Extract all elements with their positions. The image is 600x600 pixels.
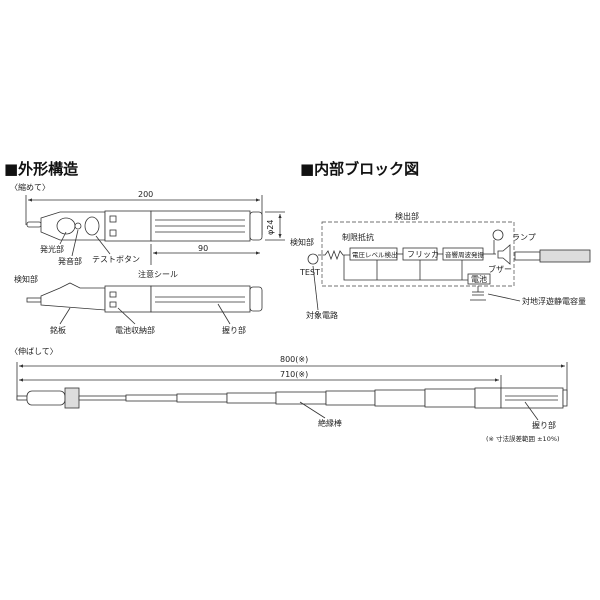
tester-retracted-side [26,282,263,313]
svg-text:検出部: 検出部 [395,211,419,221]
tolerance-note: (※ 寸法誤差範囲 ±10%) [486,434,560,443]
svg-text:電圧レベル検出: 電圧レベル検出 [352,250,398,259]
label-grip: 握り部 [222,325,246,335]
svg-text:制限抵抗: 制限抵抗 [342,232,374,242]
svg-text:対象電路: 対象電路 [306,310,338,320]
dimension-710: 710(※) [19,370,502,388]
svg-text:検知部: 検知部 [290,237,314,247]
svg-text:φ24: φ24 [266,220,275,235]
label-battery: 電池収納部 [115,325,155,335]
retracted-label: 〈縮めて〉 [10,182,50,192]
svg-text:800(※): 800(※) [280,355,308,364]
dimension-90: 90 [150,244,260,265]
tester-retracted-front [26,210,263,242]
dimension-800: 800(※) [16,355,568,400]
label-grip-extended: 握り部 [532,420,556,430]
svg-text:200: 200 [138,190,153,199]
label-test-button: テストボタン [92,255,140,264]
dimension-dia: φ24 [265,211,285,241]
svg-text:90: 90 [198,244,208,253]
label-sound: 発音部 [58,256,82,266]
block-heading: ■内部ブロック図 [300,160,419,178]
svg-text:710(※): 710(※) [280,370,308,379]
label-insulating-rod: 絶縁棒 [318,418,342,428]
svg-text:ランプ: ランプ [512,233,536,242]
label-light: 発光部 [40,244,64,254]
label-caution-seal: 注意シール [138,269,178,279]
svg-text:TEST: TEST [299,268,320,277]
svg-text:対地浮遊静電容量: 対地浮遊静電容量 [522,296,586,306]
tester-extended [16,387,568,409]
block-diagram: 検出部 検知部 制限抵抗 TEST 電圧レベル検出 フリッカ 音響周波発振 電池… [290,211,591,320]
svg-text:電池: 電池 [471,274,487,284]
extended-label: 〈伸ばして〉 [10,346,58,356]
label-nameplate: 銘板 [50,325,66,335]
label-detector: 検知部 [14,274,38,284]
exterior-heading: ■外形構造 [4,160,78,178]
svg-text:ブザー: ブザー [488,264,512,274]
svg-text:フリッカ: フリッカ [407,250,439,259]
svg-text:音響周波発振: 音響周波発振 [445,250,485,259]
